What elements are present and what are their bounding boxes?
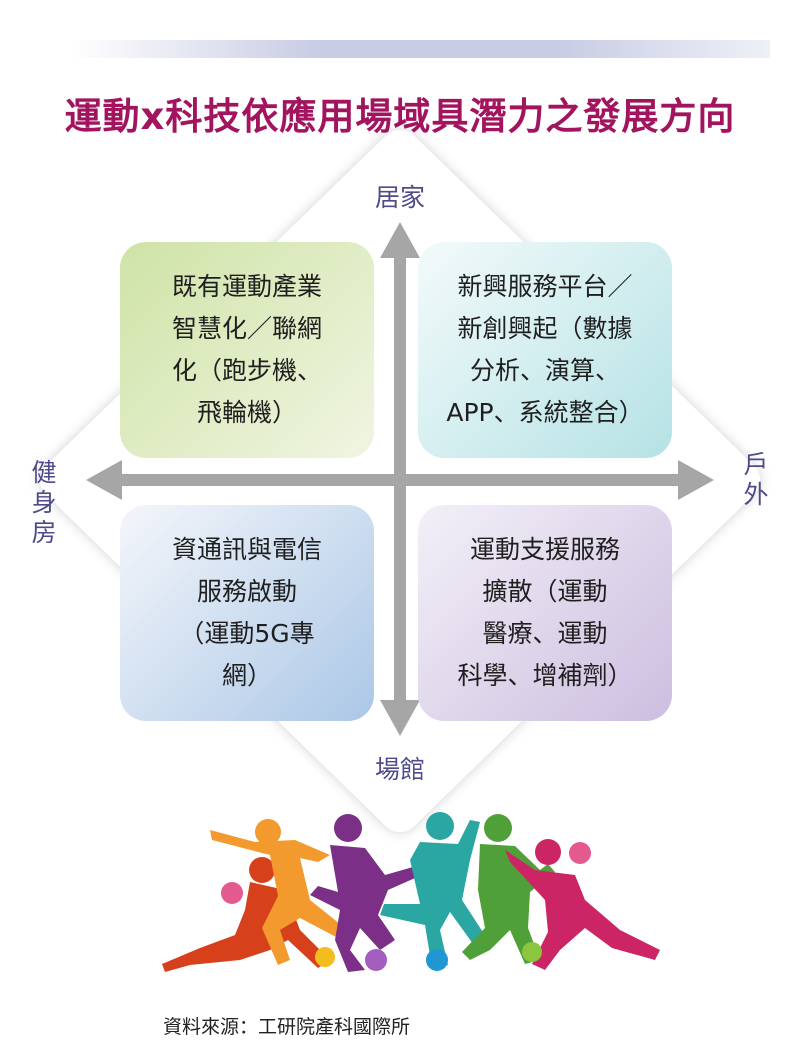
ball-purple-icon <box>365 949 387 971</box>
quadrant-line: 飛輪機） <box>196 398 297 427</box>
quadrant-line: （運動5G專 <box>179 619 315 648</box>
axis-label-bottom: 場館 <box>374 755 425 784</box>
quadrant-line: 新興服務平台／ <box>457 272 633 301</box>
quadrant-line: 分析、演算、 <box>469 356 620 385</box>
quadrant-line: 醫療、運動 <box>482 619 608 648</box>
quadrant-line: 新創興起（數據 <box>457 314 633 343</box>
quadrant-line: 化（跑步機、 <box>171 356 322 385</box>
ball-yellow-icon <box>315 947 335 967</box>
quadrant-line: APP、系統整合） <box>446 398 644 427</box>
quadrant-top-right: 新興服務平台／ 新創興起（數據 分析、演算、 APP、系統整合） <box>418 242 672 458</box>
quadrant-line: 資通訊與電信 <box>171 535 322 564</box>
athlete-silhouette-magenta <box>505 839 660 970</box>
axis-label-left: 健身房 <box>31 458 57 547</box>
quadrant-bottom-right: 運動支援服務 擴散（運動 醫療、運動 科學、增補劑） <box>418 505 672 721</box>
athlete-silhouette-orange <box>210 819 345 965</box>
ball-pink-icon <box>569 842 591 864</box>
athletes-illustration <box>162 812 660 972</box>
top-decorative-band <box>70 40 770 58</box>
axis-label-top: 居家 <box>374 183 425 212</box>
quadrant-line: 服務啟動 <box>196 577 297 606</box>
quadrant-line: 智慧化／聯網 <box>171 314 322 343</box>
quadrant-top-left: 既有運動產業 智慧化／聯網 化（跑步機、 飛輪機） <box>120 242 374 458</box>
horizontal-arrow <box>86 460 714 500</box>
ball-pink-icon <box>221 882 243 904</box>
axis-label-right: 戶外 <box>743 450 769 509</box>
athlete-silhouette-teal <box>380 812 488 968</box>
quadrant-line: 既有運動產業 <box>171 272 322 301</box>
quadrant-line: 網） <box>221 661 272 690</box>
ball-blue-icon <box>426 949 448 971</box>
athlete-silhouette-purple <box>310 814 424 972</box>
ball-lime-icon <box>522 942 542 962</box>
quadrant-line: 運動支援服務 <box>469 535 620 564</box>
quadrant-bottom-left: 資通訊與電信 服務啟動 （運動5G專 網） <box>120 505 374 721</box>
source-note: 資料來源：工研院產科國際所 <box>163 1016 411 1038</box>
quadrant-line: 擴散（運動 <box>482 577 608 606</box>
quadrant-line: 科學、增補劑） <box>457 661 633 690</box>
